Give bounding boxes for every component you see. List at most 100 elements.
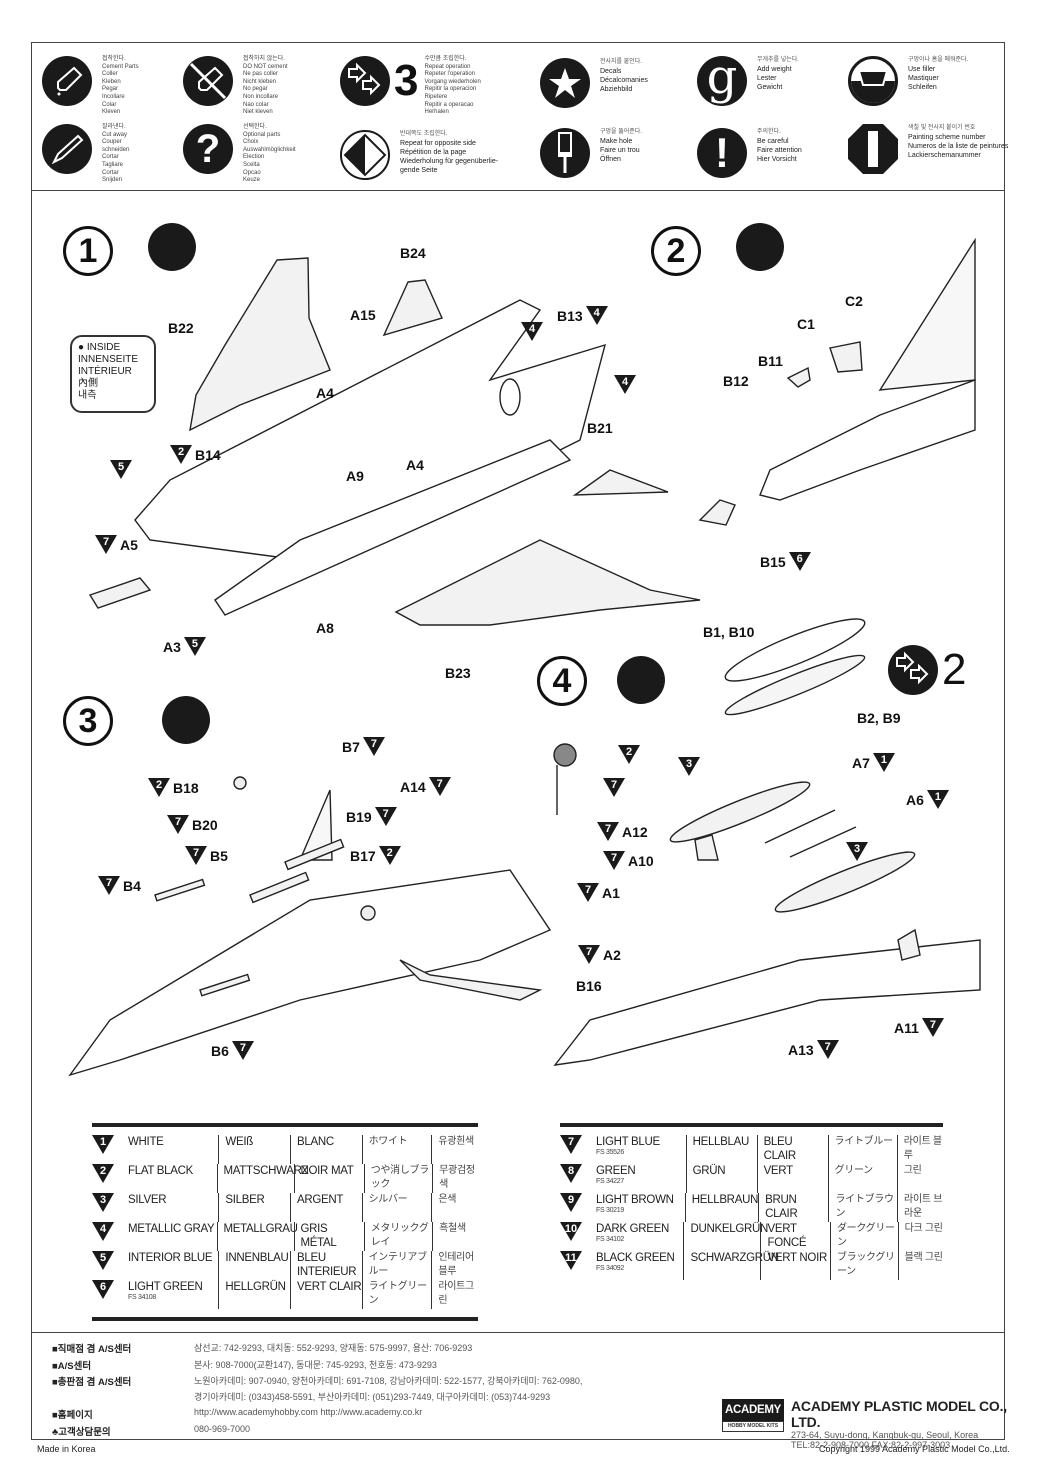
- paint-number-badge: 1: [92, 1135, 114, 1154]
- paint-name-de: SCHWARZGRÜN: [683, 1251, 779, 1280]
- part-B15: [698, 499, 736, 526]
- paint-badge-inside: 5: [110, 460, 132, 479]
- part-A7: [764, 809, 836, 844]
- paint-name-ko: 흑철색: [432, 1222, 478, 1251]
- paint-name-fr: ARGENT: [290, 1193, 362, 1222]
- paint-badge-a6: 1: [926, 790, 949, 809]
- paint-name-en: SILVER: [128, 1194, 167, 1206]
- paint-badge-a5: 7: [95, 535, 117, 554]
- paint-number-badge: 2: [92, 1164, 114, 1183]
- company-info: ACADEMY PLASTIC MODEL CO., LTD. 273-64, …: [791, 1398, 1007, 1450]
- part-A10: [694, 834, 719, 861]
- paint-badge-a2: 7: [578, 945, 600, 964]
- repeat-arrows-icon: [888, 645, 938, 695]
- step-2-cement-icon: [736, 223, 784, 271]
- part-B21: [572, 469, 669, 496]
- paint-name-ko: 무광검정색: [432, 1164, 478, 1193]
- service-row: 경기아카데미: (0343)458-5591, 부산아카데미: (051)293…: [194, 1392, 551, 1402]
- drill-icon: [540, 128, 590, 178]
- paint-name-de: SILBER: [218, 1193, 290, 1222]
- paint-name-en: METALLIC GRAY: [128, 1223, 215, 1235]
- paint-badge-b18: 2: [148, 778, 170, 797]
- paint-number-badge: 9: [560, 1193, 582, 1212]
- step2-fin: [878, 237, 976, 391]
- fs-number: FS 35526: [596, 1149, 624, 1156]
- step3-drawing: [68, 776, 552, 1077]
- paint-name-jp: グリーン: [827, 1164, 897, 1193]
- paint-number-badge: 6: [92, 1280, 114, 1299]
- paint-name-ko: 인테리어 블루: [431, 1251, 478, 1280]
- question-icon: ?: [183, 124, 233, 174]
- part-label-b2b9: B2, B9: [857, 710, 901, 726]
- paint-name-fr: BLANC: [290, 1135, 362, 1164]
- paint-number-badge: 7: [560, 1135, 582, 1154]
- paint-number-badge: 10: [560, 1222, 582, 1241]
- paint-name-ko: 그린: [896, 1164, 943, 1193]
- part-label-b22: B22: [168, 320, 194, 336]
- repeat-arrows-icon: [340, 56, 390, 106]
- weight-icon: g: [697, 53, 747, 106]
- paint-badge-a12: 7: [597, 822, 619, 841]
- paint-badge-exhaust1: 4: [521, 322, 543, 341]
- part-A11: [897, 928, 921, 961]
- paint-badge-b20: 7: [167, 815, 189, 834]
- paint-name-ko: 라이트 블루: [896, 1135, 943, 1164]
- part-B2-B9: [724, 654, 866, 716]
- paint-name-fr: VERT FONCÉ: [760, 1222, 829, 1251]
- fs-number: FS 30219: [596, 1207, 624, 1214]
- part-A8: [214, 439, 572, 616]
- part-label-c1: C1: [797, 316, 815, 332]
- paint-name-de: MATTSCHWARZ: [216, 1164, 309, 1193]
- drop-tank-2: [774, 851, 916, 913]
- step-4-cement-icon: [617, 656, 665, 704]
- paint-badge-wheel: 2: [618, 745, 640, 764]
- paint-name-ko: 라이트그린: [431, 1280, 478, 1309]
- part-label-b21: B21: [587, 420, 613, 436]
- paint-name-fr: BLEU INTERIEUR: [290, 1251, 362, 1280]
- legend-decals: 전사지를 붙인다.Decals Décalcomanies Abziehbild: [540, 58, 648, 108]
- paint-badge-a13: 7: [816, 1040, 839, 1059]
- paint-name-jp: つや消しブラック: [363, 1164, 432, 1193]
- legend-no-cement: 접착하지 않는다.DO NOT cement Ne pas coller Nic…: [183, 56, 288, 117]
- fs-number: FS 34108: [128, 1294, 156, 1301]
- part-A5: [88, 577, 152, 609]
- part-label-b12: B12: [723, 373, 749, 389]
- step1-drawing: [88, 257, 701, 626]
- paint-name-de: HELLGRÜN: [218, 1280, 290, 1309]
- paint-badge-a10: 7: [603, 851, 625, 870]
- paint-name-en: FLAT BLACK: [128, 1165, 193, 1177]
- paint-badge-tank2: 3: [846, 842, 868, 861]
- paint-number-badge: 11: [560, 1251, 582, 1270]
- paint-name-de: DUNKELGRÜN: [683, 1222, 768, 1251]
- paint-name-jp: ライトブラウン: [828, 1193, 897, 1222]
- paint-name-jp: ホワイト: [361, 1135, 432, 1164]
